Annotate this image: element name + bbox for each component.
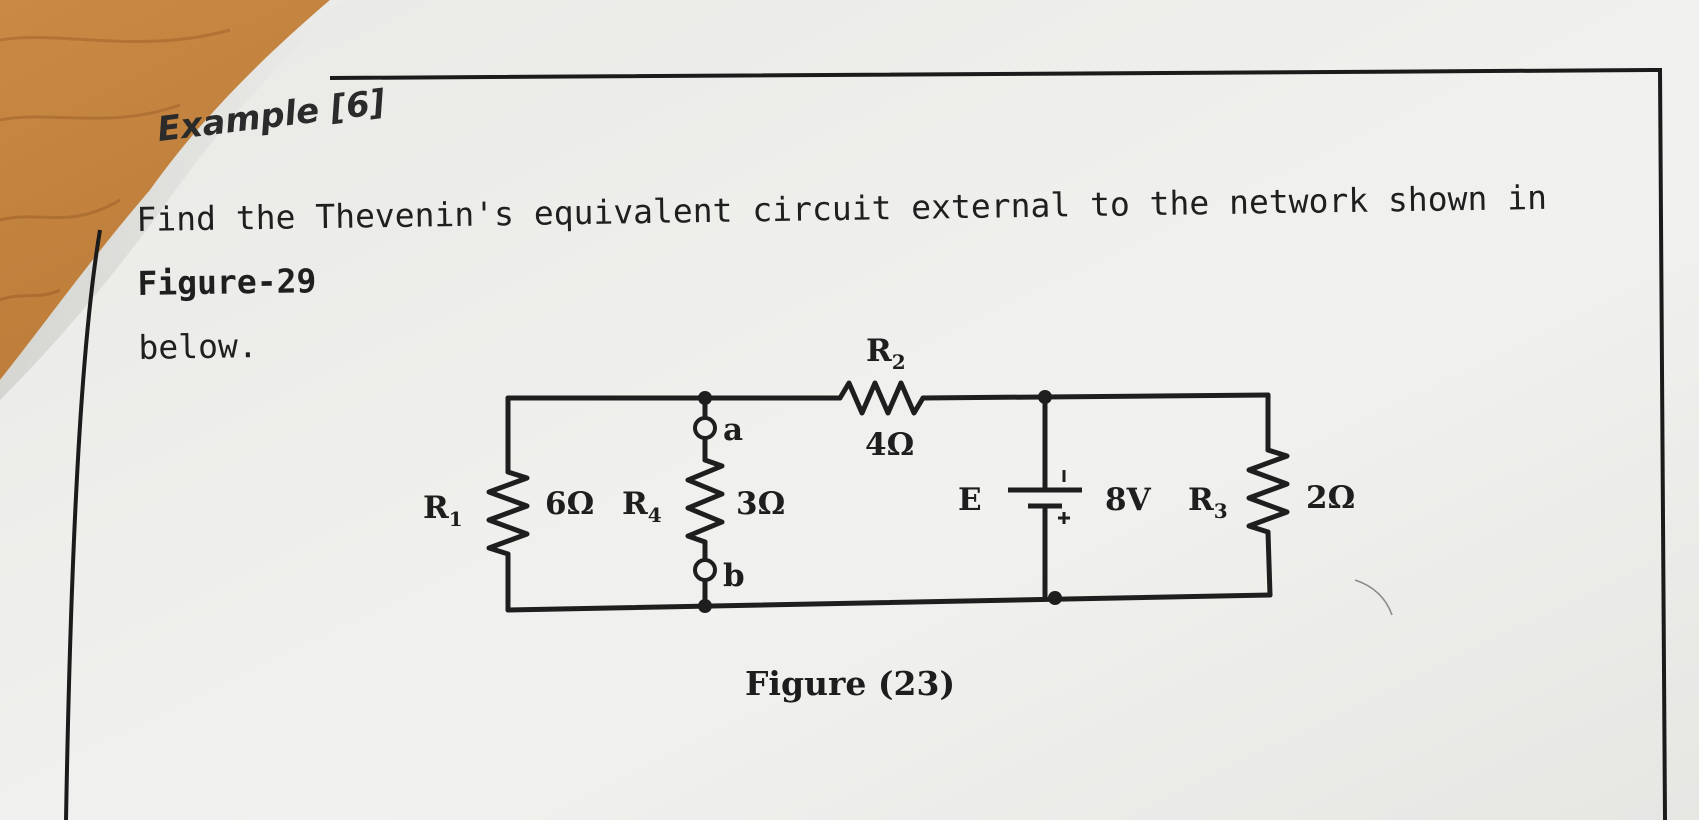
junction-dot	[1048, 591, 1062, 605]
r4-value: 3Ω	[736, 486, 785, 522]
r1-label: R1	[423, 490, 463, 531]
terminal-b-label: b	[723, 558, 745, 594]
r2-label: R2	[866, 333, 906, 374]
r3-resistor-symbol	[1246, 447, 1290, 535]
terminal-a-label: a	[723, 412, 743, 448]
r2-resistor-symbol	[837, 380, 926, 416]
junction-dot	[1038, 390, 1052, 404]
r4-label: R4	[622, 486, 662, 527]
wire-bottom	[505, 592, 1273, 613]
figure-caption: Figure (23)	[745, 664, 956, 703]
terminal-b-icon	[693, 558, 717, 582]
r3-value: 2Ω	[1306, 480, 1355, 516]
source-label: E	[958, 482, 982, 518]
r4-resistor-symbol	[685, 457, 725, 545]
r2-value: 4Ω	[865, 427, 914, 463]
source-value: 8V	[1105, 482, 1152, 518]
wire-r3-bottom	[1265, 529, 1273, 598]
r3-label: R3	[1188, 482, 1228, 523]
r1-value: 6Ω	[545, 486, 594, 522]
terminal-a-icon	[693, 416, 717, 440]
junction-dot	[698, 391, 712, 405]
r1-resistor-symbol	[486, 469, 530, 557]
junction-dot	[698, 599, 712, 613]
wire-top-right	[920, 392, 1271, 401]
